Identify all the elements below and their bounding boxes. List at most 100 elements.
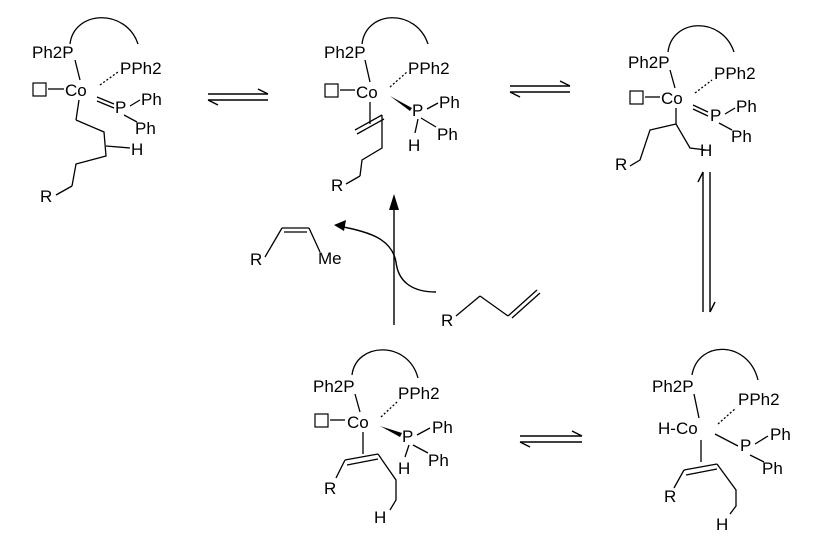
p-h-bond <box>414 118 419 134</box>
terminal-alkene-substrate: R <box>441 289 541 330</box>
c-me-bond <box>308 227 321 253</box>
alkene-double-1 <box>507 289 538 317</box>
alkene-double-1 <box>354 114 383 131</box>
ph-label: Ph <box>432 418 453 437</box>
complex-pi-alkene-internal: Ph2P PPh2 Co P Ph Ph H R H <box>313 349 453 527</box>
co-p-wedge-bond <box>380 426 402 437</box>
ligand-exchange-arrow <box>334 194 437 325</box>
alkene-double-2 <box>346 458 379 466</box>
p-label: P <box>710 106 721 125</box>
co-p-wedge-bond <box>390 96 412 111</box>
co-p-hash-bond <box>694 79 713 94</box>
co-p-double-2 <box>692 108 709 117</box>
co-p-double-2 <box>96 100 115 109</box>
c-r-bond <box>345 175 361 185</box>
co-label: Co <box>65 81 87 100</box>
h-label: H <box>700 141 712 160</box>
co-p-bond <box>669 69 676 89</box>
p-label: P <box>402 427 413 446</box>
complex-pi-alkene-top: Ph2P PPh2 Co P Ph Ph H R <box>324 17 460 195</box>
p-ph-bond <box>718 122 733 131</box>
vacant-site-box <box>314 413 329 428</box>
equilibrium-arrow-vertical <box>697 171 716 313</box>
allyl-chain <box>716 463 737 515</box>
alkene-double-2 <box>685 468 718 476</box>
ph-label: Ph <box>736 97 757 116</box>
ph2p-label: Ph2P <box>32 43 74 62</box>
ph-label: Ph <box>135 119 156 138</box>
p-ph-bond <box>420 117 437 128</box>
r-label: R <box>664 487 676 506</box>
p-label: P <box>412 101 423 120</box>
co-p-bond <box>74 59 81 81</box>
p-label: P <box>115 98 126 117</box>
pph2-label: PPh2 <box>398 384 440 403</box>
complex-alkyl-linear: Ph2P PPh2 Co P Ph Ph H R <box>32 17 162 206</box>
alkyl-chain-h <box>675 123 707 151</box>
r-label: R <box>331 176 343 195</box>
pph2-label: PPh2 <box>714 64 756 83</box>
ph2p-label: Ph2P <box>628 53 670 72</box>
vacant-site-box <box>32 82 47 97</box>
r-label: R <box>250 250 262 269</box>
alkene-double-2 <box>356 118 385 135</box>
co-p-hash-bond <box>99 71 119 86</box>
co-p-double-1 <box>96 96 115 105</box>
alkyl-chain <box>71 119 107 187</box>
vacant-site-box <box>629 90 644 105</box>
p-ph-bond <box>749 454 765 463</box>
pph2-label: PPh2 <box>408 59 450 78</box>
h-label: H <box>374 508 386 527</box>
p-ph-bond <box>129 99 141 107</box>
pph2-label: PPh2 <box>738 390 780 409</box>
r-c-bond <box>264 227 283 258</box>
h-label: H <box>408 136 420 155</box>
co-p-double-1 <box>692 104 709 113</box>
co-label: Co <box>347 413 369 432</box>
co-p-bond <box>693 393 700 419</box>
r-label: R <box>324 479 336 498</box>
c-c-bond <box>479 295 509 317</box>
c-r-bond <box>673 469 685 489</box>
co-p-hash-bond <box>389 71 408 88</box>
r-label: R <box>40 187 52 206</box>
complex-alkyl-branched: Ph2P PPh2 Co P Ph Ph H R <box>615 25 757 174</box>
co-label: Co <box>356 83 378 102</box>
complex-cobalt-hydride: Ph2P PPh2 H-Co P Ph Ph R H <box>652 348 791 534</box>
alkene-double-2 <box>511 292 541 319</box>
diphosphine-backbone <box>667 25 735 53</box>
diphosphine-backbone <box>69 17 139 45</box>
alkene-double-1 <box>344 453 379 461</box>
h-label: H <box>131 140 143 159</box>
c-r-bond <box>335 459 346 479</box>
co-p-bond <box>714 433 739 447</box>
r-label: R <box>441 311 453 330</box>
c-r-bond <box>55 185 73 196</box>
ph2p-label: Ph2P <box>652 377 694 396</box>
c-h-bond <box>105 145 131 149</box>
ph-label: Ph <box>762 459 783 478</box>
co-p-hash-bond <box>380 401 398 418</box>
co-p-bond <box>354 393 361 413</box>
p-h-bond <box>404 444 410 458</box>
ph2p-label: Ph2P <box>324 43 366 62</box>
p-ph-bond <box>123 114 138 123</box>
h-label: H <box>716 515 728 534</box>
p-ph-bond <box>416 427 431 436</box>
ph-label: Ph <box>439 93 460 112</box>
p-label: P <box>740 436 751 455</box>
hco-label: H-Co <box>658 419 698 438</box>
co-p-bond <box>364 59 371 83</box>
me-label: Me <box>318 249 342 268</box>
p-ph-bond <box>754 435 769 445</box>
ph-label: Ph <box>428 451 449 470</box>
ph2p-label: Ph2P <box>313 377 355 396</box>
h-label: H <box>398 459 410 478</box>
pph2-label: PPh2 <box>120 59 162 78</box>
p-ph-bond <box>724 107 736 115</box>
ph-label: Ph <box>770 425 791 444</box>
p-ph-bond <box>426 102 439 110</box>
co-c-bond <box>75 99 80 121</box>
co-label: Co <box>661 89 683 108</box>
